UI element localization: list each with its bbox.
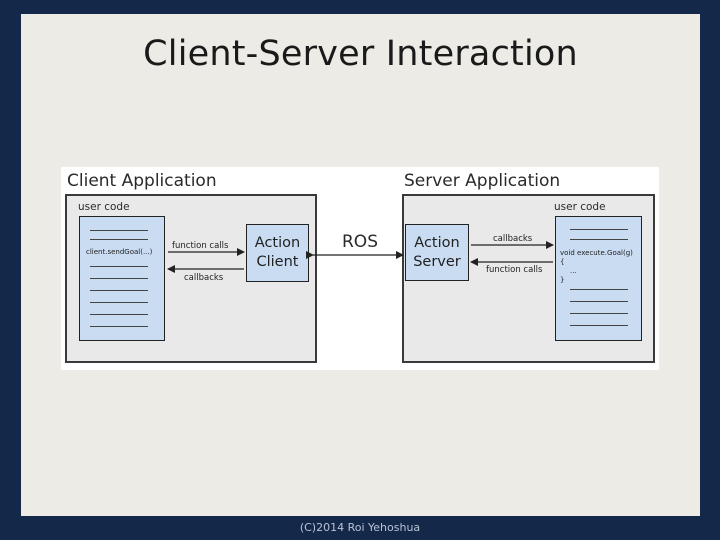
server-code-close-brace: }: [560, 276, 565, 284]
action-client-box: Action Client: [246, 224, 309, 282]
server-code-open-brace: {: [560, 258, 565, 266]
client-callbacks-label: callbacks: [184, 273, 224, 283]
code-line: [90, 266, 148, 267]
client-user-code-box: client.sendGoal(...): [79, 216, 165, 341]
code-line: [570, 229, 628, 230]
code-line: [90, 302, 148, 303]
server-user-code-box: void execute.Goal(g) { ... }: [555, 216, 642, 341]
code-line: [570, 289, 628, 290]
action-client-line2: Client: [256, 254, 299, 270]
server-callbacks-label: callbacks: [493, 234, 533, 244]
action-server-box: Action Server: [405, 224, 469, 281]
server-execute-goal-code: void execute.Goal(g): [560, 249, 633, 257]
code-line: [570, 301, 628, 302]
code-line: [90, 239, 148, 240]
server-code-ellipsis: ...: [570, 267, 577, 275]
action-server-line2: Server: [413, 253, 461, 270]
server-function-calls-label: function calls: [486, 265, 543, 275]
action-server-line1: Action: [414, 234, 460, 251]
code-line: [90, 326, 148, 327]
diagram-arrows: [167, 241, 554, 273]
server-user-code-label: user code: [554, 201, 606, 213]
slide-footer: (C)2014 Roi Yehoshua: [299, 521, 421, 534]
code-line: [570, 239, 628, 240]
code-line: [90, 230, 148, 231]
ros-label: ROS: [342, 232, 378, 252]
code-line: [90, 290, 148, 291]
code-line: [570, 313, 628, 314]
client-send-goal-code: client.sendGoal(...): [86, 248, 153, 256]
server-application-title: Server Application: [404, 171, 561, 191]
code-line: [90, 314, 148, 315]
client-application-title: Client Application: [67, 171, 217, 191]
code-line: [90, 278, 148, 279]
client-function-calls-label: function calls: [172, 241, 229, 251]
code-line: [570, 325, 628, 326]
architecture-diagram: Client Application user code client.send…: [61, 167, 659, 370]
slide-title: Client-Server Interaction: [143, 34, 578, 74]
action-client-line1: Action: [254, 235, 301, 251]
client-user-code-label: user code: [78, 201, 130, 213]
